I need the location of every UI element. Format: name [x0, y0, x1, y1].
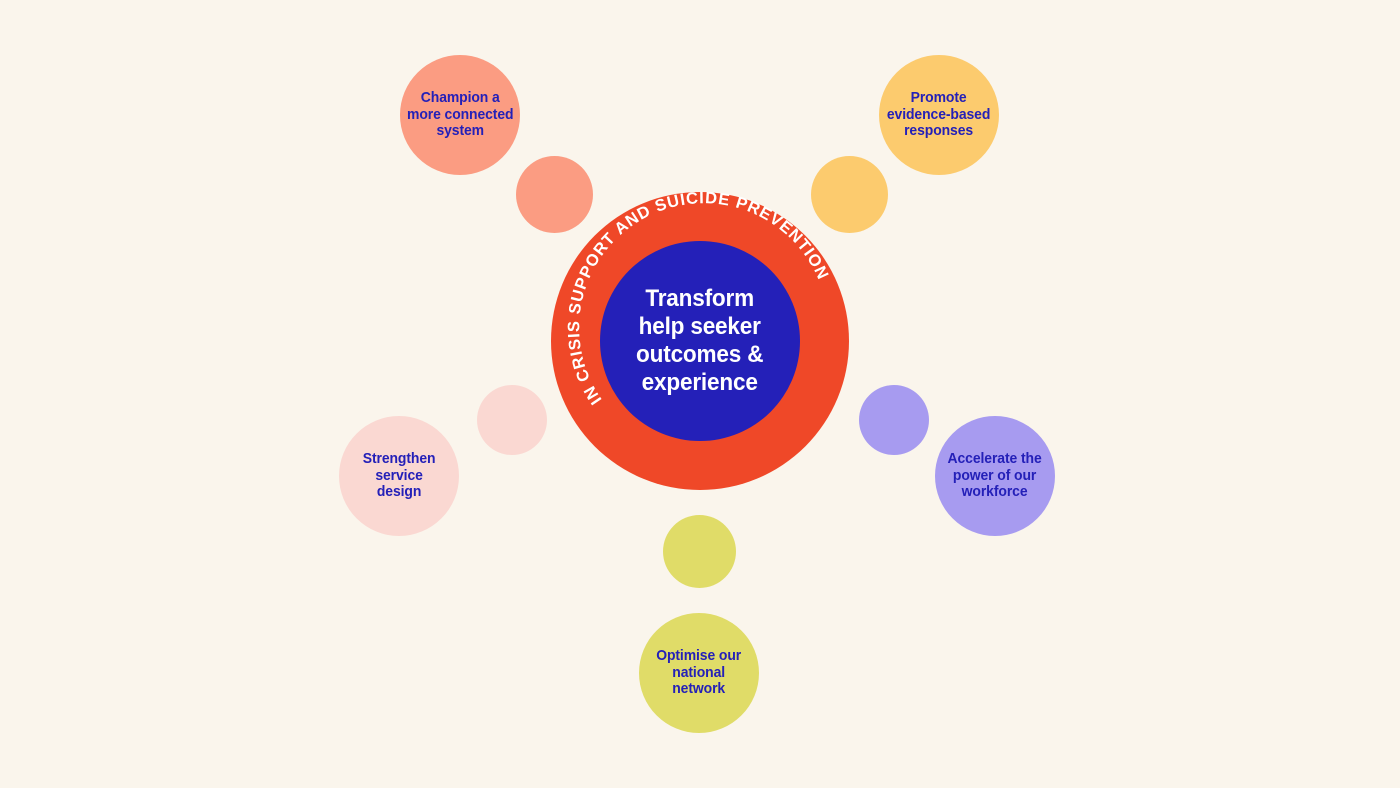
accent-olive	[662, 514, 736, 588]
bubble-strengthen-service-design[interactable]: Strengthen service design	[339, 416, 459, 536]
accent-amber	[810, 155, 888, 233]
bubble-accelerate-workforce[interactable]: Accelerate the power of our workforce	[935, 416, 1055, 536]
central-hub: IN CRISIS SUPPORT AND SUICIDE PREVENTION…	[551, 189, 849, 490]
bubble-champion-connected-system[interactable]: Champion a more connected system	[400, 55, 520, 175]
hub-core-label: Transform help seeker outcomes & experie…	[636, 285, 764, 396]
bubble-label-promote-evidence-based-responses: Promote evidence-based responses	[887, 88, 991, 140]
bubble-label-optimise-national-network: Optimise our national network	[656, 646, 742, 698]
bubble-label-accelerate-workforce: Accelerate the power of our workforce	[947, 449, 1043, 501]
bubble-label-strengthen-service-design: Strengthen service design	[362, 449, 436, 501]
hub-core: Transform help seeker outcomes & experie…	[600, 241, 800, 441]
accent-purple	[859, 385, 929, 455]
accent-pink	[477, 385, 547, 455]
accent-salmon	[515, 155, 593, 233]
bubble-optimise-national-network[interactable]: Optimise our national network	[639, 613, 759, 733]
bubble-promote-evidence-based-responses[interactable]: Promote evidence-based responses	[879, 55, 999, 175]
bubble-label-champion-connected-system: Champion a more connected system	[406, 88, 514, 140]
